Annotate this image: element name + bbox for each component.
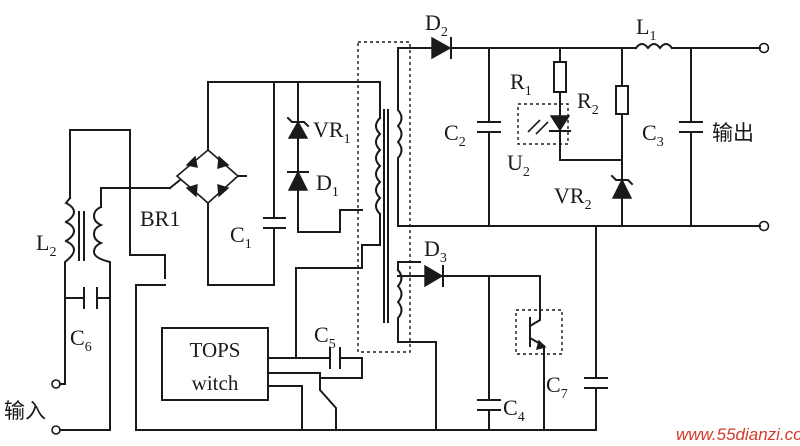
label-c4: C4 [503,395,525,425]
r1-resistor [553,61,567,93]
label-c6: C6 [70,325,92,355]
vr1-zener-symbol [287,120,309,139]
vr2-zener-symbol [611,178,633,199]
label-l1: L1 [636,14,656,44]
topswitch-block: TOPS witch [161,327,269,401]
u2-phototransistor-box [515,309,563,355]
input-terminal-top [51,379,61,389]
label-br1: BR1 [140,206,180,231]
label-input: 输入 [4,399,46,423]
label-c1: C1 [230,222,252,252]
topswitch-box [161,327,269,401]
output-section [397,36,770,431]
label-r2: R2 [577,88,599,118]
watermark-text: www.55dianzi.com [676,425,800,444]
c1-and-clamp [263,81,381,286]
label-u2: U2 [507,150,530,180]
label-r1: R1 [510,69,532,99]
d3-diode-symbol [424,264,444,288]
label-d3: D3 [424,236,447,266]
c5-capacitor [295,347,363,431]
label-c3: C3 [642,120,664,150]
u2-optocoupler-box [517,103,569,145]
d1-diode-symbol [287,170,309,191]
topswitch-label-line1: TOPS [190,338,241,362]
component-labels: D2 L1 R1 R2 VR1 D1 C2 C3 输出 U2 VR2 BR1 C… [4,10,754,425]
bridge-rectifier-br1 [168,81,275,286]
label-output: 输出 [712,121,754,145]
output-terminal-bottom [758,220,770,232]
d2-diode-symbol [431,36,452,60]
label-l2: L2 [36,230,56,260]
r2-resistor [615,85,629,115]
label-vr2: VR2 [554,183,592,213]
bias-section [335,261,597,431]
output-terminal-top [758,42,770,54]
label-d1: D1 [316,170,339,200]
u2-led-symbol [549,115,571,132]
transformer [357,41,411,353]
l1-inductor [634,43,674,50]
label-c5: C5 [314,322,336,352]
topswitch-label-line2: witch [192,371,239,395]
label-d2: D2 [425,10,448,40]
label-c2: C2 [444,120,466,150]
label-vr1: VR1 [313,117,351,147]
input-section [51,129,171,435]
input-terminal-bottom [51,425,61,435]
label-c7: C7 [546,372,568,402]
l2-choke [64,196,111,273]
